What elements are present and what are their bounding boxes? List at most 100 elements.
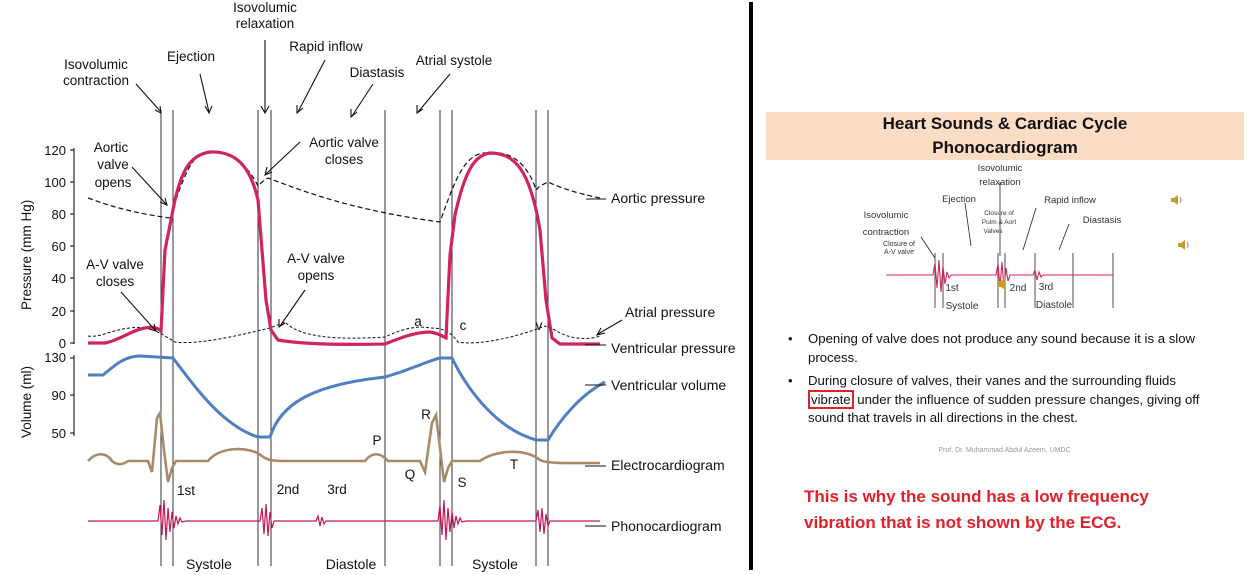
diastole-label: Diastole bbox=[326, 556, 377, 572]
tick-80: 80 bbox=[52, 207, 66, 222]
sound-2nd-label: 2nd bbox=[277, 482, 300, 497]
systole-label-2: Systole bbox=[472, 556, 518, 572]
wave-c-label: c bbox=[460, 318, 467, 333]
axes bbox=[70, 148, 75, 436]
bullet-item: • During closure of valves, their vanes … bbox=[782, 372, 1222, 428]
tick-130: 130 bbox=[44, 350, 66, 365]
mini-speaker-icon[interactable] bbox=[998, 278, 1005, 290]
speaker-icon[interactable] bbox=[1177, 238, 1191, 252]
ventricular-pressure-label: Ventricular pressure bbox=[611, 340, 736, 356]
bullet-dot: • bbox=[788, 373, 793, 388]
phono-curve bbox=[88, 499, 600, 541]
phase-labels: Isovolumic contraction Ejection Isovolum… bbox=[63, 0, 492, 88]
wave-a-label: a bbox=[414, 314, 422, 329]
electrocardiogram-label: Electrocardiogram bbox=[611, 457, 725, 473]
ejection-label: Ejection bbox=[167, 49, 215, 64]
mini-diastasis: Diastasis bbox=[1083, 215, 1122, 226]
aortic-pressure-label: Aortic pressure bbox=[611, 190, 705, 206]
mini-closure-av-1: Closure of bbox=[883, 241, 915, 248]
ecg-q-label: Q bbox=[405, 467, 416, 482]
slide-title-band: Heart Sounds & Cardiac Cycle Phonocardio… bbox=[766, 112, 1244, 160]
speaker-icon[interactable] bbox=[1170, 193, 1184, 207]
phonocardiogram-label: Phonocardiogram bbox=[611, 518, 722, 534]
mini-s2: 2nd bbox=[1010, 283, 1027, 294]
bullet-text-1: Opening of valve does not produce any so… bbox=[808, 331, 1196, 365]
bottom-labels: Systole Diastole Systole bbox=[186, 556, 518, 572]
mini-labels: Isovolumic relaxation Ejection Rapid inf… bbox=[863, 163, 1122, 312]
red-note-line1: This is why the sound has a low frequenc… bbox=[804, 487, 1149, 506]
tick-20: 20 bbox=[52, 304, 66, 319]
curve-labels: Aortic pressure Atrial pressure Ventricu… bbox=[611, 190, 736, 534]
mini-s3: 3rd bbox=[1039, 282, 1053, 293]
tick-100: 100 bbox=[44, 175, 66, 190]
tick-90: 90 bbox=[52, 388, 66, 403]
tick-60: 60 bbox=[52, 239, 66, 254]
slide-title-line1: Heart Sounds & Cardiac Cycle bbox=[882, 114, 1128, 133]
iso-contraction-label-2: contraction bbox=[63, 73, 129, 88]
iso-contraction-label-1: Isovolumic bbox=[64, 57, 128, 72]
bullet-dot: • bbox=[788, 331, 793, 346]
ecg-t-label: T bbox=[510, 457, 518, 472]
mini-phonocardiogram-figure: Isovolumic relaxation Ejection Rapid inf… bbox=[863, 163, 1122, 312]
aortic-closes-label-2: closes bbox=[325, 152, 364, 167]
volume-axis-label: Volume (ml) bbox=[19, 366, 34, 438]
event-annotations: Aortic valve opens Aortic valve closes A… bbox=[86, 135, 543, 498]
mini-closure-av-2: A-V valve bbox=[884, 249, 914, 256]
bullet-text-2a: During closure of valves, their vanes an… bbox=[808, 373, 1176, 388]
aortic-opens-label-1: Aortic bbox=[94, 140, 129, 155]
sound-3rd-label: 3rd bbox=[327, 482, 347, 497]
axis-tick-labels: 120 100 80 60 40 20 0 130 90 50 bbox=[44, 143, 66, 441]
rapid-inflow-label: Rapid inflow bbox=[289, 39, 363, 54]
atrial-pressure-label: Atrial pressure bbox=[625, 304, 715, 320]
vertical-divider bbox=[749, 2, 753, 570]
iso-relaxation-label-2: relaxation bbox=[236, 16, 295, 31]
wave-v-label: v bbox=[536, 318, 543, 333]
red-note-line2: vibration that is not shown by the ECG. bbox=[804, 513, 1122, 532]
aortic-closes-label-1: Aortic valve bbox=[309, 135, 379, 150]
systole-label-1: Systole bbox=[186, 556, 232, 572]
sound-1st-label: 1st bbox=[177, 483, 195, 498]
atrial-systole-label: Atrial systole bbox=[416, 53, 493, 68]
phase-arrows bbox=[120, 40, 623, 527]
mini-closure-semi-1: Closure of bbox=[984, 210, 1014, 217]
bullet-item: • Opening of valve does not produce any … bbox=[782, 330, 1222, 367]
bullet-text-2b: under the influence of sudden pressure c… bbox=[808, 391, 1200, 426]
aortic-opens-label-2: valve bbox=[97, 157, 129, 172]
pressure-axis-label: Pressure (mm Hg) bbox=[19, 200, 34, 310]
red-note: This is why the sound has a low frequenc… bbox=[804, 484, 1224, 536]
mini-iso-relax-2: relaxation bbox=[979, 177, 1020, 188]
mini-systole: Systole bbox=[946, 301, 979, 312]
ecg-curve bbox=[87, 409, 601, 483]
bullet-list: • Opening of valve does not produce any … bbox=[782, 330, 1222, 433]
mini-phono-trace bbox=[886, 259, 1113, 293]
tick-120: 120 bbox=[44, 143, 66, 158]
mini-closure-semi-3: Valves bbox=[983, 228, 1003, 235]
mini-phase-lines bbox=[934, 253, 1114, 308]
tick-50: 50 bbox=[52, 426, 66, 441]
ventricular-volume-curve bbox=[88, 354, 606, 442]
ventricular-pressure-curve bbox=[88, 150, 600, 346]
wiggers-diagram: 120 100 80 60 40 20 0 130 90 50 Pressure… bbox=[19, 0, 736, 572]
mini-s1: 1st bbox=[945, 283, 959, 294]
credit-text: Prof. Dr. Muhammad Abdul Azeem, UMDC bbox=[938, 447, 1071, 454]
mini-rapid-inflow: Rapid inflow bbox=[1044, 195, 1096, 206]
mini-ejection: Ejection bbox=[942, 194, 976, 205]
mini-closure-semi-2: Pulm & Aort bbox=[982, 219, 1017, 226]
mini-arrows bbox=[920, 182, 1070, 259]
mini-diastole: Diastole bbox=[1036, 300, 1073, 311]
mini-iso-contr-2: contraction bbox=[863, 227, 909, 238]
aortic-opens-label-3: opens bbox=[95, 175, 132, 190]
av-opens-label-1: A-V valve bbox=[287, 251, 345, 266]
ecg-s-label: S bbox=[457, 475, 466, 490]
mini-iso-relax-1: Isovolumic bbox=[978, 163, 1023, 174]
mini-iso-contr-1: Isovolumic bbox=[864, 210, 909, 221]
tick-40: 40 bbox=[52, 271, 66, 286]
diastasis-label: Diastasis bbox=[350, 65, 405, 80]
aortic-pressure-curve bbox=[87, 151, 601, 223]
highlighted-word: vibrate bbox=[808, 389, 854, 409]
iso-relaxation-label-1: Isovolumic bbox=[233, 0, 297, 15]
av-closes-label-1: A-V valve bbox=[86, 257, 144, 272]
tick-0: 0 bbox=[59, 336, 66, 351]
ecg-r-label: R bbox=[421, 407, 431, 422]
slide-title-line2: Phonocardiogram bbox=[932, 138, 1078, 157]
